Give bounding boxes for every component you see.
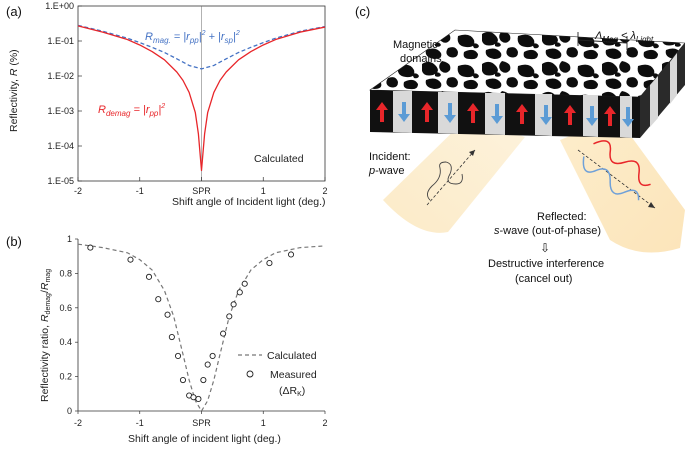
incident-wave-label: p-wave: [368, 165, 404, 177]
up-arrow-icon: [516, 104, 528, 124]
measured-point: [179, 376, 187, 384]
chart-b-ytick-label: 0.2: [59, 372, 72, 382]
rdemag-series-line: [77, 25, 326, 172]
chart-a-xtick-label: -2: [74, 186, 82, 196]
chart-b-xtick-label: SPR: [192, 418, 211, 428]
incident-beam: [383, 117, 525, 233]
chart-a-ytick-label: 1.E-03: [47, 106, 74, 116]
chart-b-ytick-label: 0: [67, 406, 72, 416]
measured-point: [200, 376, 207, 384]
measured-point: [155, 296, 162, 303]
panel-label-a: (a): [6, 4, 22, 19]
reflected-wave-label: s-wave (out-of-phase): [494, 225, 601, 237]
measured-point: [127, 256, 134, 263]
chart-b-ytick-label: 0.6: [59, 303, 72, 313]
down-arrow-icon: [540, 105, 552, 125]
chart-a-ytick-label: 1.E-01: [47, 36, 74, 46]
chart-a-ylabel: Reflectivity, R (%): [8, 49, 20, 132]
chart-b-xtick-label: 1: [261, 418, 266, 428]
calculated-series-line: [77, 243, 326, 413]
incident-p-wave: [426, 149, 476, 206]
measured-point: [168, 333, 175, 341]
chart-b: 0 0.2 0.4 0.6 0.8 1 -2 -1 SPR 1 2 Shift angle of …: [39, 234, 328, 445]
chart-b-xtick-label: -2: [74, 418, 82, 428]
incident-label: Incident:: [369, 151, 411, 163]
svg-text:Rmag. = |rpp|2 + |rsp|2: Rmag. = |rpp|2 + |rsp|2: [145, 30, 240, 45]
chart-b-ytick-label: 0.8: [59, 268, 72, 278]
diagram-c: ΛMag < λLight Magnetic domains Incident:…: [368, 29, 685, 285]
chart-a-xtick-label: 2: [322, 186, 327, 196]
measured-point: [209, 352, 216, 360]
cancel-label: (cancel out): [515, 273, 572, 285]
chart-a-xtick-label: SPR: [192, 186, 211, 196]
chart-a: 1.E-05 1.E-04 1.E-03 1.E-02 1.E-01 1.E+00 -2 -…: [8, 1, 328, 208]
up-arrow-icon: [604, 106, 616, 126]
down-arrow-icon: [491, 104, 503, 124]
measured-point: [236, 289, 243, 296]
chart-a-xtick-label: 1: [261, 186, 266, 196]
measured-point: [220, 330, 227, 337]
chart-a-xtick-label: -1: [136, 186, 144, 196]
svg-text:Rdemag = |rpp|2: Rdemag = |rpp|2: [98, 103, 165, 118]
measured-point: [195, 395, 202, 403]
chart-b-xtick-label: -1: [136, 418, 144, 428]
down-arrow-icon: [398, 102, 410, 122]
measured-point: [230, 301, 237, 308]
chart-b-xlabel: Shift angle of incident light (deg.): [128, 433, 281, 445]
rmag-series-line: [77, 24, 326, 70]
period-bracket: [577, 32, 628, 50]
legend-measured-label: Measured: [270, 369, 317, 381]
measured-point: [241, 280, 248, 287]
chart-a-ytick-label: 1.E-05: [47, 176, 74, 186]
measured-point: [190, 394, 197, 401]
chart-a-ytick-label: 1.E+00: [45, 1, 74, 11]
up-arrow-icon: [467, 103, 479, 123]
measured-point: [266, 260, 273, 267]
reflected-beam: [560, 117, 685, 253]
lambda-label: ΛMag < λLight: [594, 30, 654, 44]
chart-a-ytick-label: 1.E-02: [47, 71, 74, 81]
chart-b-legend: Calculated Measured (ΔRK): [238, 350, 317, 398]
chart-a-xlabel: Shift angle of Incident light (deg.): [172, 196, 326, 208]
domain-arrows: [376, 102, 634, 127]
measured-point: [87, 244, 94, 251]
panel-label-c: (c): [355, 4, 370, 19]
legend-measured-swatch: [246, 370, 254, 378]
down-arrow-icon: [622, 107, 634, 127]
legend-calculated-label: Calculated: [267, 350, 317, 362]
measured-point: [226, 313, 233, 320]
chart-b-ytick-label: 0.4: [59, 337, 72, 347]
rdemag-formula: Rdemag = |rpp|2: [98, 103, 165, 118]
up-arrow-icon: [421, 102, 433, 122]
legend-measured-sub: (ΔRK): [279, 385, 305, 398]
reflected-label: Reflected:: [537, 211, 587, 223]
measured-point: [287, 251, 295, 258]
measured-point: [174, 352, 182, 360]
measured-point: [204, 361, 211, 368]
panel-label-b: (b): [6, 234, 22, 249]
measured-point: [164, 311, 171, 318]
chart-b-ytick-label: 1: [67, 234, 72, 244]
destructive-label: Destructive interference: [488, 258, 604, 270]
up-arrow-icon: [564, 105, 576, 125]
chart-a-ytick-label: 1.E-04: [47, 141, 74, 151]
magnetic-domains-label: Magnetic domains: [393, 39, 442, 65]
rmag-formula: Rmag. = |rpp|2 + |rsp|2: [145, 30, 240, 45]
chart-a-annotation: Calculated: [254, 153, 304, 165]
down-arrow-icon: [444, 103, 456, 123]
down-arrow-icon: [586, 106, 598, 126]
up-arrow-icon: [376, 102, 388, 122]
chart-b-ylabel: Reflectivity ratio, Rdemag/Rmag: [39, 269, 52, 402]
measured-point: [145, 273, 153, 280]
down-arrow-icon: ⇩: [540, 241, 550, 255]
chart-b-xtick-label: 2: [322, 418, 327, 428]
reflected-s-wave: [577, 140, 656, 209]
